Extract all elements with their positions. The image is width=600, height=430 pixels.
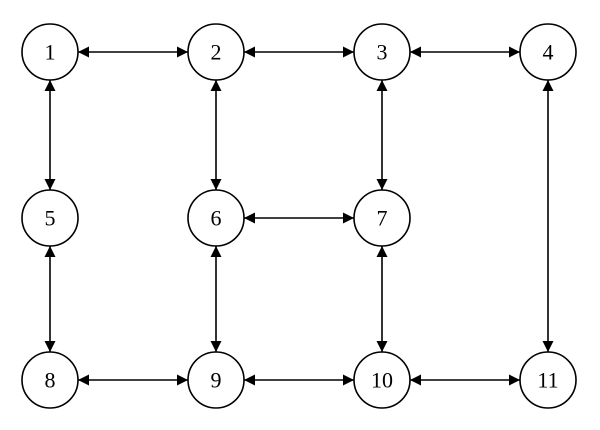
node-7: 7 [353,189,411,247]
node-8: 8 [21,351,79,409]
node-circle [187,351,245,409]
node-label: 9 [211,368,222,393]
node-3: 3 [353,23,411,81]
node-label: 3 [377,40,388,65]
node-5: 5 [21,189,79,247]
nodes-layer: 1 2 3 4 5 6 7 8 9 10 11 [21,23,577,409]
node-circle [519,23,577,81]
node-circle [353,23,411,81]
node-10: 10 [353,351,411,409]
edges-layer [44,46,554,386]
node-circle [187,23,245,81]
node-circle [21,23,79,81]
node-label: 11 [537,368,558,393]
node-circle [519,351,577,409]
node-circle [187,189,245,247]
node-label: 4 [543,40,554,65]
node-label: 1 [45,40,56,65]
node-4: 4 [519,23,577,81]
node-circle [353,351,411,409]
node-2: 2 [187,23,245,81]
node-circle [21,351,79,409]
node-circle [21,189,79,247]
node-label: 2 [211,40,222,65]
node-label: 7 [377,206,388,231]
node-label: 6 [211,206,222,231]
node-6: 6 [187,189,245,247]
node-1: 1 [21,23,79,81]
node-label: 5 [45,206,56,231]
node-circle [353,189,411,247]
node-label: 8 [45,368,56,393]
node-11: 11 [519,351,577,409]
node-9: 9 [187,351,245,409]
node-label: 10 [371,368,393,393]
